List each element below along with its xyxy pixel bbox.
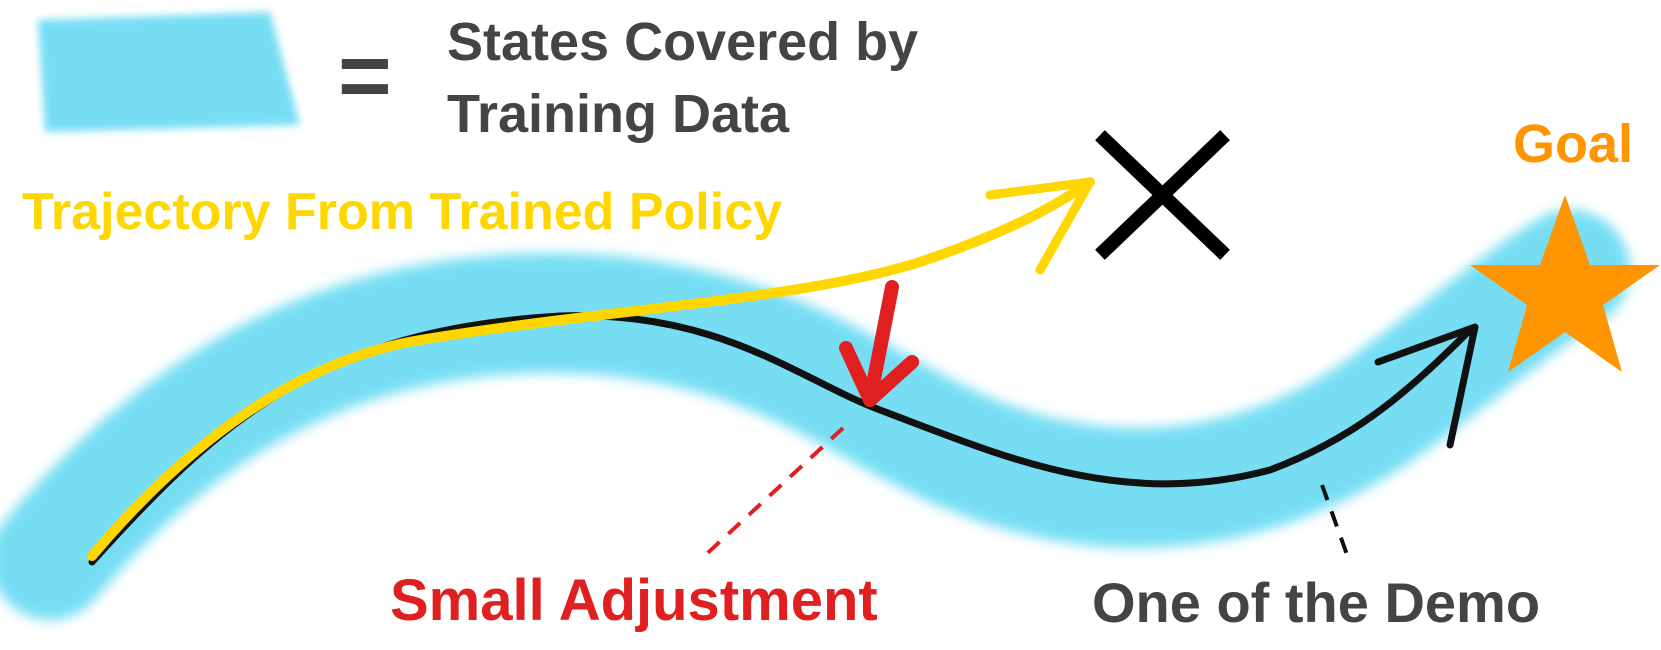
legend-swatch-icon (38, 12, 300, 132)
legend-line-2: Training Data (447, 84, 790, 144)
star-icon (1470, 195, 1660, 372)
equals-sign: = (338, 25, 392, 127)
legend-label: States Covered by Training Data (447, 6, 918, 150)
legend-line-1: States Covered by (447, 12, 919, 72)
policy-trajectory (87, 177, 1095, 561)
training-data-band (0, 210, 1630, 620)
demo-arrowhead-icon (1374, 323, 1479, 449)
policy-arrowhead-icon (985, 177, 1095, 275)
adjustment-leader-line (698, 426, 845, 562)
goal-label: Goal (1513, 114, 1634, 174)
demo-leader-line (1320, 484, 1352, 564)
demo-label: One of the Demo (1092, 571, 1541, 634)
trajectory-label: Trajectory From Trained Policy (22, 183, 783, 241)
small-adjustment-label: Small Adjustment (390, 568, 878, 633)
adjustment-arrow-icon (839, 280, 919, 407)
x-mark-icon (1095, 130, 1230, 260)
